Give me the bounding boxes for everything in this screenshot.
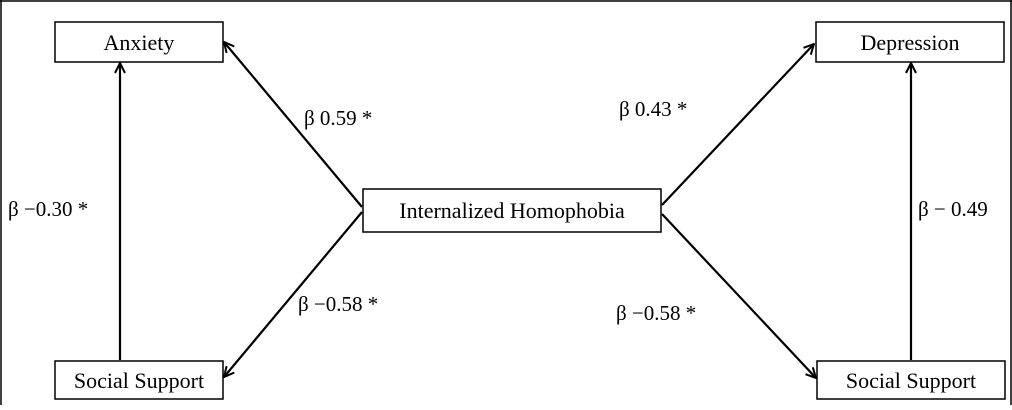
node-depression-label: Depression — [861, 30, 960, 55]
edge-center-to-social-left — [224, 211, 363, 377]
edge-label-center-to-social-right: β −0.58 * — [616, 301, 696, 325]
node-depression: Depression — [815, 21, 1005, 63]
edge-label-social-right-to-depression: β − 0.49 — [918, 197, 988, 221]
edge-center-to-anxiety — [224, 42, 363, 208]
node-anxiety: Anxiety — [54, 21, 224, 63]
edge-label-center-to-social-left: β −0.58 * — [298, 292, 378, 316]
node-internalized-homophobia: Internalized Homophobia — [362, 188, 662, 233]
edge-center-to-depression — [661, 44, 814, 206]
edge-center-to-social-right — [661, 213, 816, 378]
edge-label-social-left-to-anxiety: β −0.30 * — [8, 197, 88, 221]
node-social-support-right-label: Social Support — [846, 368, 976, 393]
node-social-support-left: Social Support — [54, 360, 224, 400]
node-anxiety-label: Anxiety — [104, 30, 175, 55]
edge-label-center-to-depression: β 0.43 * — [619, 97, 687, 121]
edge-label-center-to-anxiety: β 0.59 * — [304, 106, 372, 130]
node-internalized-homophobia-label: Internalized Homophobia — [399, 198, 625, 223]
node-social-support-right: Social Support — [816, 360, 1006, 400]
node-social-support-left-label: Social Support — [74, 368, 204, 393]
